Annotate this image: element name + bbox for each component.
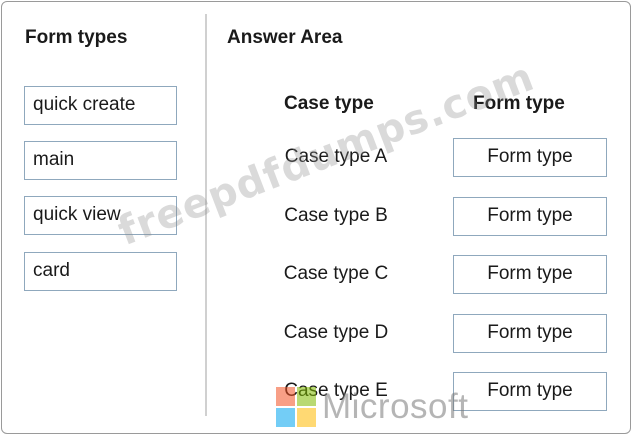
form-type-column-header: Form type bbox=[473, 93, 565, 114]
drag-item-quick-view[interactable]: quick view bbox=[24, 196, 177, 235]
form-types-title: Form types bbox=[25, 27, 128, 48]
microsoft-logo-text: Microsoft bbox=[322, 387, 469, 426]
drag-item-quick-create[interactable]: quick create bbox=[24, 86, 177, 125]
microsoft-logo-icon bbox=[276, 387, 318, 429]
case-type-c-label: Case type C bbox=[283, 263, 389, 284]
form-type-drop-target-b[interactable]: Form type bbox=[453, 197, 607, 236]
case-type-column-header: Case type bbox=[284, 93, 374, 114]
answer-area-title: Answer Area bbox=[227, 27, 343, 48]
form-type-drop-target-d[interactable]: Form type bbox=[453, 314, 607, 353]
column-divider bbox=[205, 14, 207, 416]
drag-item-card[interactable]: card bbox=[24, 252, 177, 291]
case-type-b-label: Case type B bbox=[284, 205, 388, 226]
drag-item-main[interactable]: main bbox=[24, 141, 177, 180]
form-type-drop-target-c[interactable]: Form type bbox=[453, 255, 607, 294]
case-type-d-label: Case type D bbox=[283, 322, 389, 343]
case-type-a-label: Case type A bbox=[284, 146, 388, 167]
form-type-drop-target-e[interactable]: Form type bbox=[453, 372, 607, 411]
form-type-drop-target-a[interactable]: Form type bbox=[453, 138, 607, 177]
